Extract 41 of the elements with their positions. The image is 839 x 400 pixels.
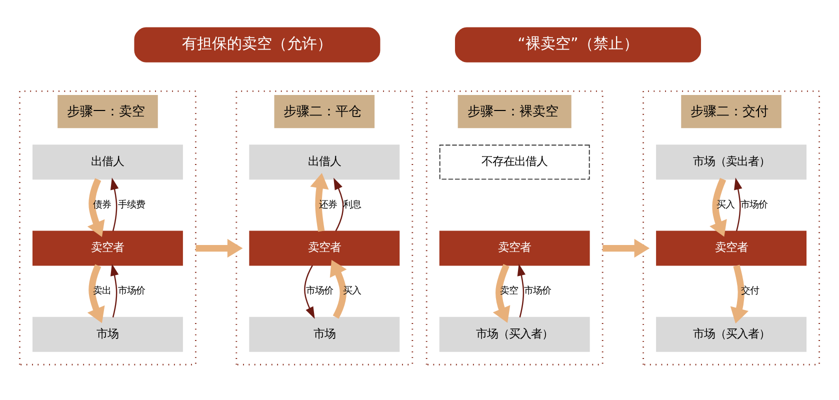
edge-label: 市场价 (740, 200, 768, 211)
arrow (110, 264, 119, 318)
edge-label: 卖空 (500, 286, 518, 297)
node-box: 出借人 (32, 144, 183, 180)
node-box: 有担保的卖空（允许） (134, 27, 380, 62)
arrow (196, 238, 243, 258)
arrow (492, 264, 510, 323)
edge-label: 买入 (716, 200, 735, 211)
node-box: 不存在出借人 (439, 144, 590, 180)
edge-label: 市场价 (524, 286, 551, 297)
node-box: 市场（卖出者） (656, 144, 807, 180)
arrow (110, 178, 119, 232)
arrow (730, 264, 749, 324)
node-box: 市场（买入者） (656, 316, 807, 352)
edge-label: 卖出 (93, 286, 112, 297)
edge-label: 市场价 (306, 286, 334, 297)
arrow (304, 265, 315, 319)
edge-label: 买入 (342, 286, 361, 297)
node-box: 卖空者 (439, 230, 590, 266)
arrow (517, 264, 526, 318)
edge-label: 市场价 (118, 286, 145, 297)
arrow (310, 173, 329, 232)
arrow (87, 264, 105, 324)
edge-label: 交付 (741, 286, 760, 297)
arrow (734, 178, 742, 232)
arrow (330, 260, 347, 319)
arrow (602, 238, 650, 258)
edge-label: 手续费 (118, 200, 145, 211)
node-box: 市场（买入者） (439, 316, 590, 352)
node-box: “裸卖空”（禁止） (454, 27, 701, 62)
arrow (710, 178, 727, 237)
node-box: 出借人 (249, 144, 400, 180)
edge-label: 还券 (319, 200, 338, 211)
arrow (87, 178, 105, 238)
node-box: 市场 (249, 316, 400, 352)
edge-label: 债券 (93, 200, 112, 211)
node-box: 卖空者 (32, 230, 183, 266)
node-box: 卖空者 (656, 230, 807, 266)
arrow (334, 178, 344, 232)
node-box: 卖空者 (249, 230, 400, 266)
node-box: 市场 (32, 316, 183, 352)
